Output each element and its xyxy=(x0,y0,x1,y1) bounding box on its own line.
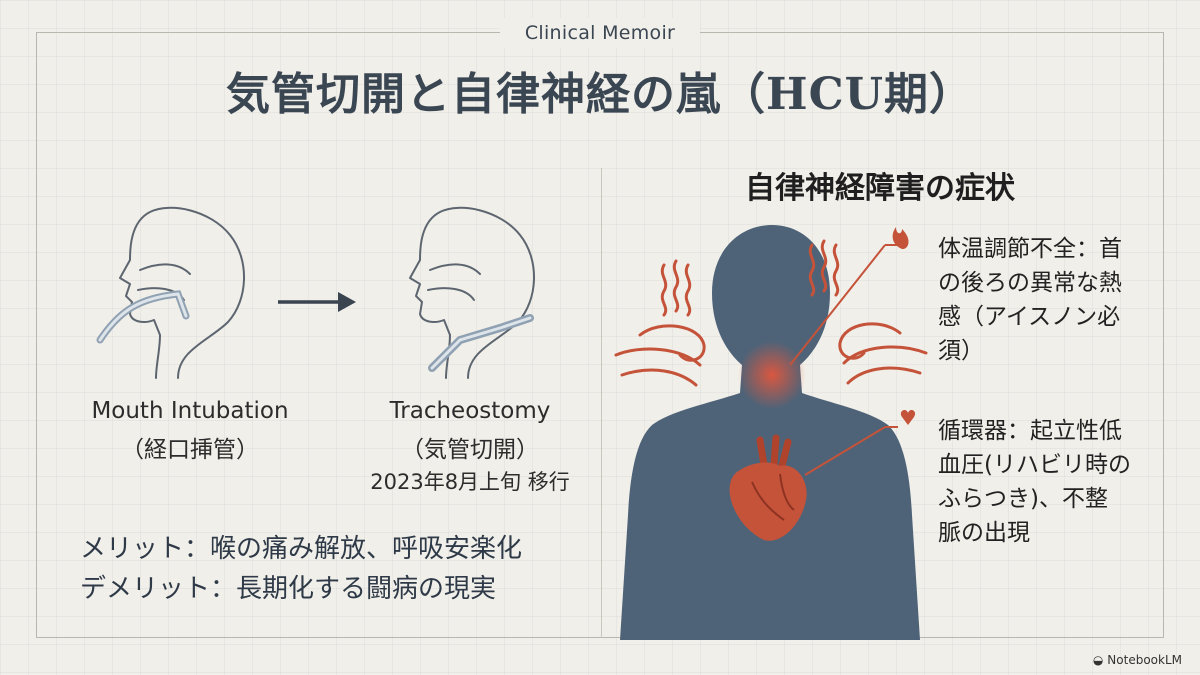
symptoms-title: 自律神経障害の症状 xyxy=(745,171,1015,206)
body-silhouette xyxy=(620,225,920,640)
heart-icon xyxy=(900,410,916,425)
head-outline-intubation xyxy=(119,206,246,379)
section-tag: Clinical Memoir xyxy=(500,18,700,48)
leader-line-thermo xyxy=(789,244,886,366)
brand-logo-icon: ◒ xyxy=(1092,653,1104,667)
tracheostomy-label-en: Tracheostomy xyxy=(389,398,551,424)
brand-watermark: ◒ NotebookLM xyxy=(1093,653,1182,667)
tracheostomy-label-jp: （気管切開） xyxy=(401,437,539,463)
intubation-diagram xyxy=(96,206,536,379)
anatomical-heart xyxy=(729,434,807,541)
column-divider xyxy=(601,168,602,638)
transition-date: 2023年8月上旬 移行 xyxy=(370,470,570,494)
cardio-symptom: 循環器：起立性低 血圧(リハビリ時の ふらつき)、不整 脈の出現 xyxy=(938,418,1131,546)
head-outline-tracheostomy xyxy=(409,206,536,379)
heat-waves-left xyxy=(614,259,706,387)
leader-line-cardio xyxy=(804,426,886,476)
flame-icon xyxy=(892,227,909,249)
heat-waves-right xyxy=(808,239,928,385)
neck-heat-glow xyxy=(738,341,806,409)
page-title: 気管切開と自律神経の嵐（HCU期） xyxy=(226,69,974,120)
brand-name: NotebookLM xyxy=(1107,653,1182,667)
merit-text: メリット：喉の痛み解放、呼吸安楽化 xyxy=(80,534,523,564)
intubation-label-jp: （経口挿管） xyxy=(121,437,259,463)
thermo-symptom: 体温調節不全：首 の後ろの異常な熱 感（アイスノン必 須） xyxy=(938,236,1122,364)
body-silhouette-figure xyxy=(614,225,928,640)
intubation-label-en: Mouth Intubation xyxy=(91,398,289,424)
demerit-text: デメリット：長期化する闘病の現実 xyxy=(80,574,497,604)
